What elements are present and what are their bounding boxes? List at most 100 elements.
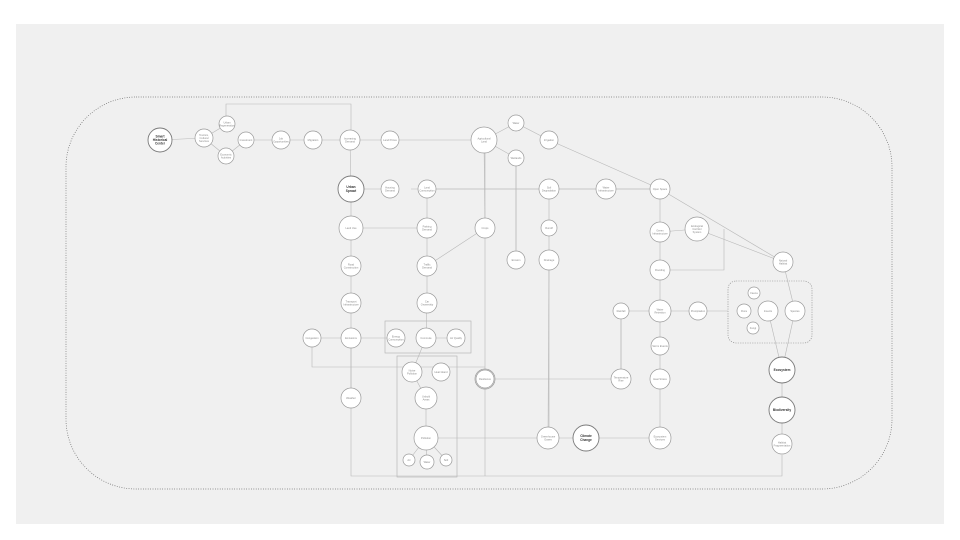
connector-8 [670,229,725,271]
node-label: Precipitation [691,309,706,313]
node-rainfall[interactable]: Precipitation [688,301,708,321]
node-emissions[interactable]: Emissions [340,327,362,349]
node-biodiversity[interactable]: Biodiversity [768,396,796,424]
node-wetlands[interactable]: Wetlands [507,149,525,167]
node-label: Weather [346,396,356,400]
node-flora[interactable]: Flora [736,303,752,319]
node-landuse[interactable]: Land Use [338,215,364,241]
node-label: Pollution [421,436,432,440]
node-crops[interactable]: Crops [474,217,496,239]
node-circle [415,327,437,349]
node-invest[interactable]: Investment [237,131,255,149]
node-ecosystem[interactable]: Ecosystem [768,356,796,384]
node-p3[interactable]: Soil [439,453,453,467]
node-landprice[interactable]: Land Prices [380,130,400,150]
node-circle [340,387,362,409]
pollution-group [396,355,458,478]
node-circle [338,215,364,241]
node-storm[interactable]: Storm Events [650,336,670,356]
node-circle [746,321,760,335]
node-drain[interactable]: Drainage [538,249,560,271]
node-congestion[interactable]: Congestion [302,328,322,348]
node-runoff[interactable]: Runoff [540,219,558,237]
node-heatwave[interactable]: Heat Stress [649,368,671,390]
node-irrigation[interactable]: Irrigation [539,130,559,150]
node-water[interactable]: Water [507,114,525,132]
node-circle [612,302,630,320]
node-heat[interactable]: Heat Island [431,362,451,382]
node-commute[interactable]: Commute [415,327,437,349]
node-airquality[interactable]: Air Quality [446,328,466,348]
node-circle [402,453,416,467]
node-migration[interactable]: Migration [303,130,323,150]
node-circle [648,426,672,450]
node-rain[interactable]: Rainfall [612,302,630,320]
node-rk[interactable]: Resilience [475,369,495,389]
node-label: Storm Events [652,344,668,348]
edge-irrigation-openspace [548,139,661,190]
node-circle [414,386,438,410]
biodiversity-group [727,280,813,344]
node-p2[interactable]: Water [419,454,435,470]
node-openspace[interactable]: Open Space [649,178,671,200]
node-p1[interactable]: Air [402,453,416,467]
node-landslide[interactable]: Erosion [506,250,526,270]
node-circle [540,219,558,237]
node-label: Runoff [545,226,553,230]
node-species[interactable]: Species [784,300,806,322]
node-flooding[interactable]: Flooding [649,259,671,281]
node-circle [340,292,362,314]
node-circle [736,303,752,319]
node-label: Soil [444,458,449,462]
node-pollution[interactable]: Pollution [413,425,439,451]
connector-3 [311,347,485,368]
node-ins[interactable]: Insects [757,300,779,322]
node-circle [218,115,236,133]
node-weather[interactable]: Weather [340,387,362,409]
node-soilbio[interactable]: Fungi [746,321,760,335]
node-circle [271,130,291,150]
node-fauna[interactable]: Fauna [747,286,761,300]
